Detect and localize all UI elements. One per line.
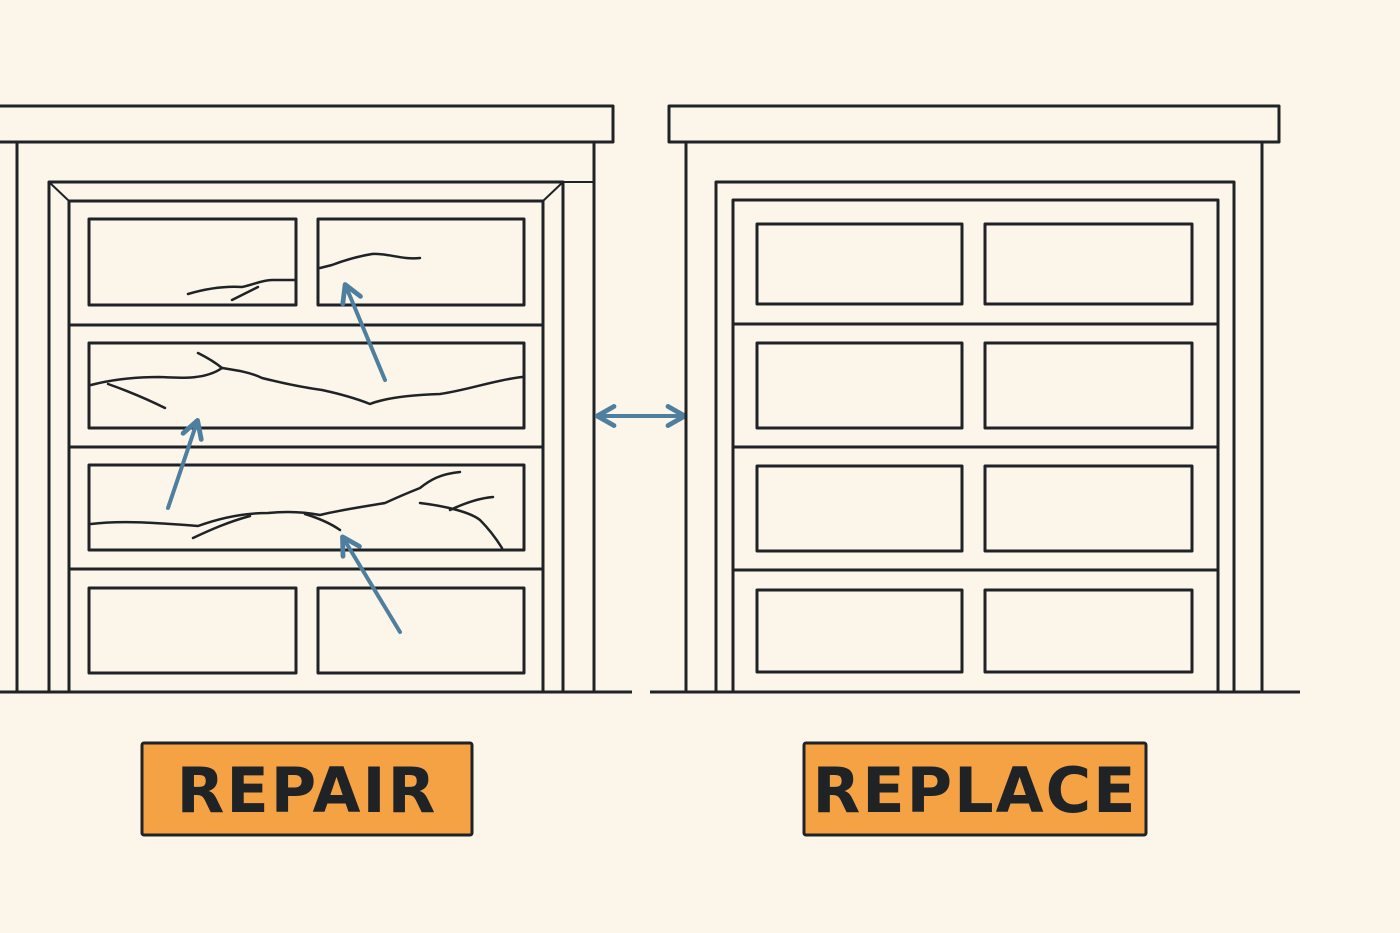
repair-panel <box>87 463 526 552</box>
repair-panel <box>87 217 298 307</box>
replace-outer-frame <box>714 180 1236 692</box>
crack <box>106 382 167 410</box>
replace-panel <box>983 222 1194 306</box>
replace-label: REPLACE <box>802 741 1148 837</box>
repair-header-beam <box>0 104 615 144</box>
repair-panel <box>87 341 526 430</box>
replace-panel <box>755 341 964 430</box>
repair-label-box <box>140 741 474 837</box>
crack <box>89 470 462 528</box>
arrow-up-icon <box>340 534 402 634</box>
replace-garage <box>650 104 1300 694</box>
crack <box>89 366 524 406</box>
crack <box>196 351 224 370</box>
repair-label-text: REPAIR <box>177 754 438 827</box>
crack <box>191 514 252 540</box>
arrow-up-icon <box>340 282 387 382</box>
replace-panel <box>983 588 1194 674</box>
replace-label-text: REPLACE <box>813 754 1138 827</box>
crack <box>230 285 260 302</box>
repair-label: REPAIR <box>140 741 474 837</box>
crack <box>448 495 495 512</box>
repair-panel <box>87 586 298 675</box>
arrow-up-icon <box>166 418 204 510</box>
damage-arrows <box>166 282 402 634</box>
crack <box>186 278 297 296</box>
crack <box>303 512 342 532</box>
replace-panel <box>983 464 1194 553</box>
repair-panel <box>316 586 526 675</box>
replace-panel <box>983 341 1194 430</box>
replace-panel <box>755 588 964 674</box>
repair-outer-frame <box>47 180 565 692</box>
crack-marks <box>89 252 524 550</box>
replace-panel <box>755 464 964 553</box>
crack <box>318 252 422 270</box>
crack <box>418 501 504 550</box>
replace-label-box <box>802 741 1148 837</box>
replace-header-beam <box>667 104 1281 144</box>
repair-garage <box>0 104 632 694</box>
repair-panel <box>316 217 526 307</box>
replace-panel <box>755 222 964 306</box>
